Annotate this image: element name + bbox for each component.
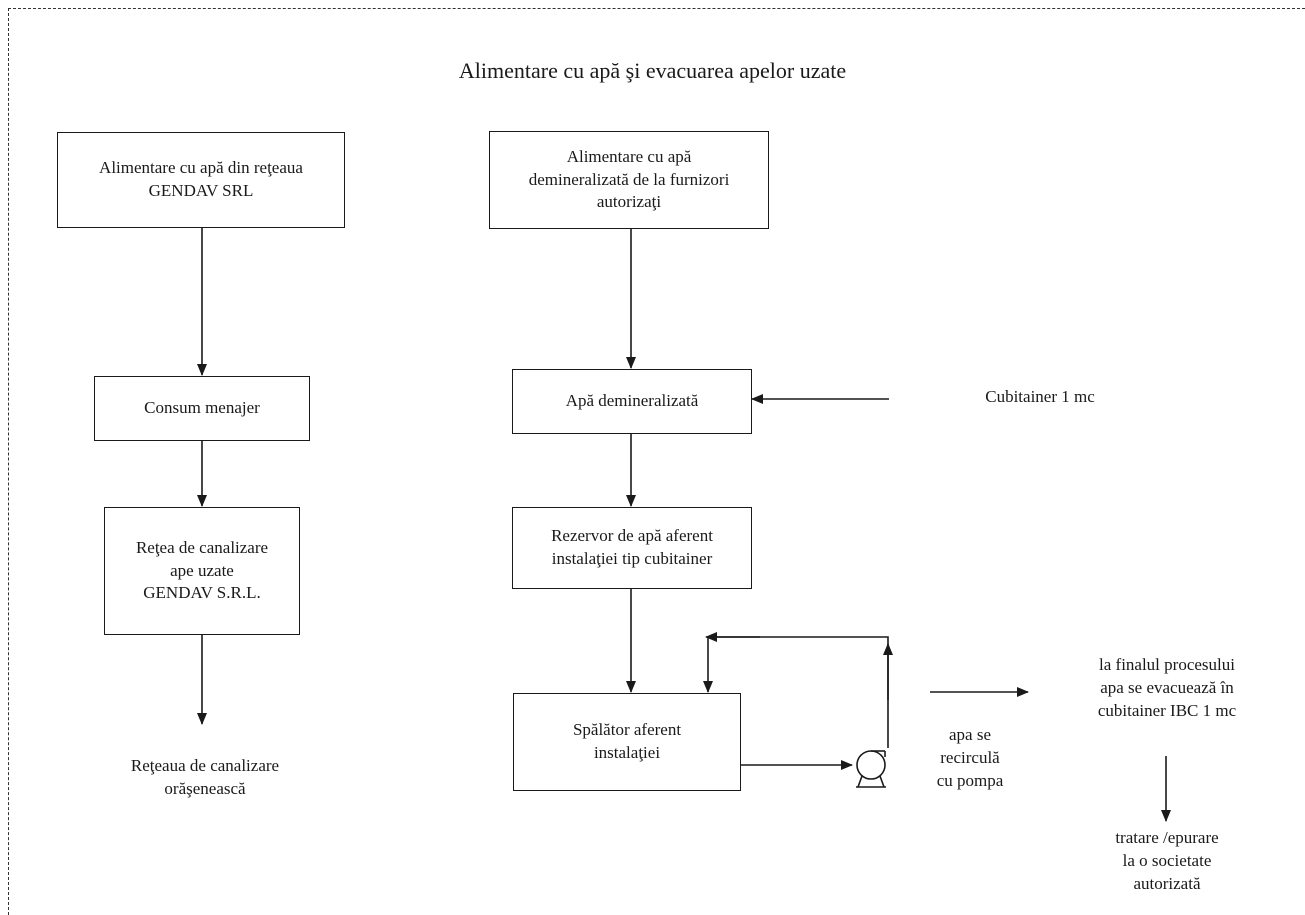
node-demin-water: Apă demineralizată	[512, 369, 752, 434]
node-tank: Rezervor de apă aferent instalaţiei tip …	[512, 507, 752, 589]
label-final-discharge: la finalul procesului apa se evacuează î…	[1097, 655, 1237, 720]
node-washer: Spălător aferent instalaţiei	[513, 693, 741, 791]
dashed-border-left	[8, 8, 9, 915]
label-cubitainer: Cubitainer 1 mc	[985, 387, 1095, 406]
pump-icon	[856, 750, 886, 788]
line-pump-up	[710, 636, 889, 748]
diagram-title: Alimentare cu apă şi evacuarea apelor uz…	[458, 58, 847, 83]
node-public-supply: Alimentare cu apă din reţeaua GENDAV SRL	[57, 132, 345, 228]
label-recirculation: apa se recirculă cu pompa	[936, 725, 1004, 790]
label-city-sewer: Reţeaua de canalizare orăşenească	[130, 756, 280, 798]
node-demin-supply: Alimentare cu apă demineralizată de la f…	[489, 131, 769, 229]
node-household-use: Consum menajer	[94, 376, 310, 441]
node-sewer-network: Reţea de canalizare ape uzate GENDAV S.R…	[104, 507, 300, 635]
dashed-border-top	[8, 8, 1305, 9]
label-treatment: tratare /epurare la o societate autoriza…	[1115, 828, 1219, 893]
